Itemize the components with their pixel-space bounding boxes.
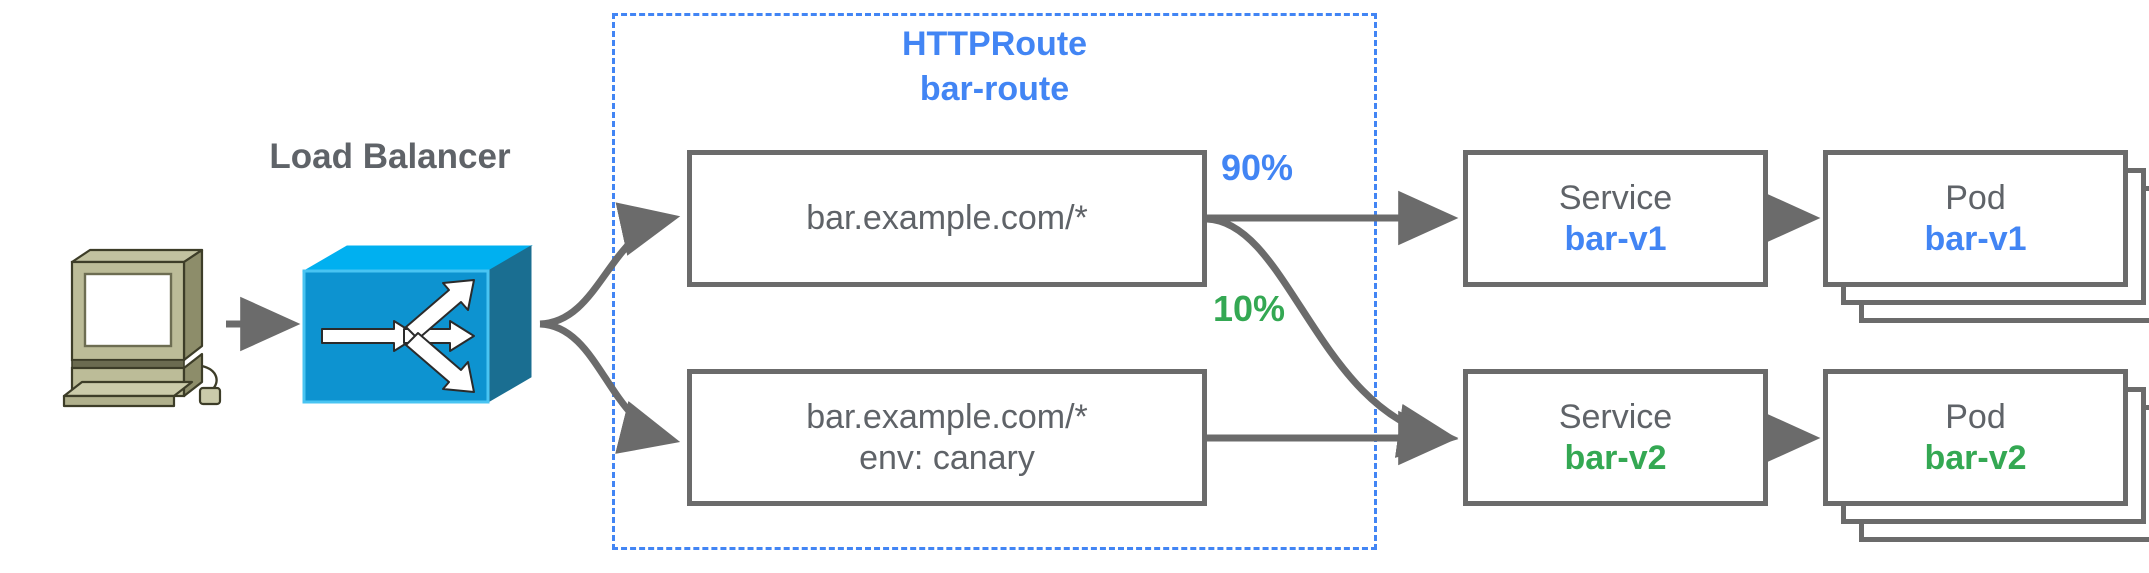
- pod-replica-1[interactable]: Pod bar-v2: [1823, 369, 2128, 506]
- route-match-canary-header: env: canary: [859, 438, 1035, 477]
- service-bar-v2[interactable]: Service bar-v2: [1463, 369, 1768, 506]
- httproute-kind-label: HTTPRoute: [901, 25, 1088, 63]
- service-bar-v1[interactable]: Service bar-v1: [1463, 150, 1768, 287]
- route-match-canary-host: bar.example.com/*: [806, 398, 1088, 437]
- httproute-name-label: bar-route: [919, 69, 1070, 108]
- route-match-primary[interactable]: bar.example.com/*: [687, 150, 1207, 287]
- service-v2-kind: Service: [1558, 398, 1673, 437]
- route-match-canary[interactable]: bar.example.com/* env: canary: [687, 369, 1207, 506]
- service-v1-kind: Service: [1558, 179, 1673, 218]
- pod-stack-bar-v2[interactable]: Pod bar-v2: [1823, 369, 2149, 542]
- route-match-primary-host: bar.example.com/*: [806, 199, 1088, 238]
- service-v2-name: bar-v2: [1564, 438, 1667, 477]
- load-balancer-icon: [300, 243, 535, 405]
- pod-stack-bar-v1[interactable]: Pod bar-v1: [1823, 150, 2149, 323]
- pod-v2-name: bar-v2: [1924, 438, 2027, 477]
- pod-replica-1[interactable]: Pod bar-v1: [1823, 150, 2128, 287]
- weight-label-90: 90%: [1221, 147, 1294, 188]
- load-balancer-label: Load Balancer: [269, 137, 511, 176]
- pod-v1-kind: Pod: [1945, 179, 2006, 218]
- computer-icon: [42, 248, 222, 413]
- weight-label-10: 10%: [1213, 288, 1286, 329]
- pod-v1-name: bar-v1: [1924, 219, 2027, 258]
- pod-v2-kind: Pod: [1945, 398, 2006, 437]
- service-v1-name: bar-v1: [1564, 219, 1667, 258]
- httproute-group-title: HTTPRoute bar-route: [612, 22, 1377, 112]
